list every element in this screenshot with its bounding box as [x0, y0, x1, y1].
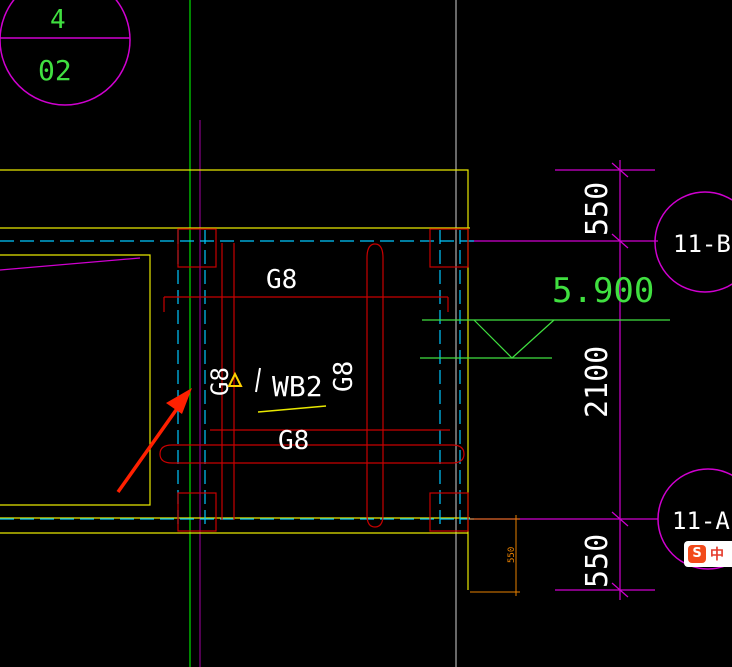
- small-dimension: 550: [470, 515, 520, 596]
- dimension-2100: 2100: [580, 346, 615, 418]
- slab-name-underline: [257, 405, 327, 413]
- dimension-550-bottom: 550: [580, 534, 615, 588]
- axis-bubble-11-b: 11-B: [654, 191, 732, 293]
- axis-bubble-4-02: 4 02: [0, 0, 131, 106]
- slab-outline: [0, 169, 470, 590]
- axis-bubble-bottom-number: 02: [38, 54, 72, 87]
- dimension-550-top: 550: [580, 182, 615, 236]
- rebar-label-bottom: G8: [278, 426, 309, 456]
- axis-lines: [0, 160, 658, 600]
- ime-language-toggle[interactable]: 中: [710, 547, 724, 563]
- rebar-detail: [159, 228, 469, 532]
- small-dimension-value: 550: [507, 547, 517, 563]
- wall-lines: [0, 230, 480, 530]
- ime-toolbar[interactable]: S 中: [684, 541, 732, 567]
- slab-name-tick: [255, 367, 261, 393]
- red-arrow-annotation: [116, 388, 192, 494]
- elevation-marker: 5.900: [420, 271, 670, 359]
- axis-bubble-top-number: 4: [50, 5, 66, 35]
- elevation-value: 5.900: [552, 271, 654, 311]
- sogou-logo-icon[interactable]: S: [688, 545, 706, 563]
- slab-name: WB2: [272, 370, 323, 403]
- axis-bubble-11-a: 11-A: [657, 468, 732, 570]
- axis-label-11-b: 11-B: [673, 230, 731, 258]
- warning-triangle-icon[interactable]: [227, 371, 243, 387]
- rebar-label-top: G8: [266, 265, 297, 295]
- axis-label-11-a: 11-A: [672, 507, 730, 535]
- rebar-label-right: G8: [329, 361, 359, 392]
- rebar-label-left: G8: [206, 367, 234, 396]
